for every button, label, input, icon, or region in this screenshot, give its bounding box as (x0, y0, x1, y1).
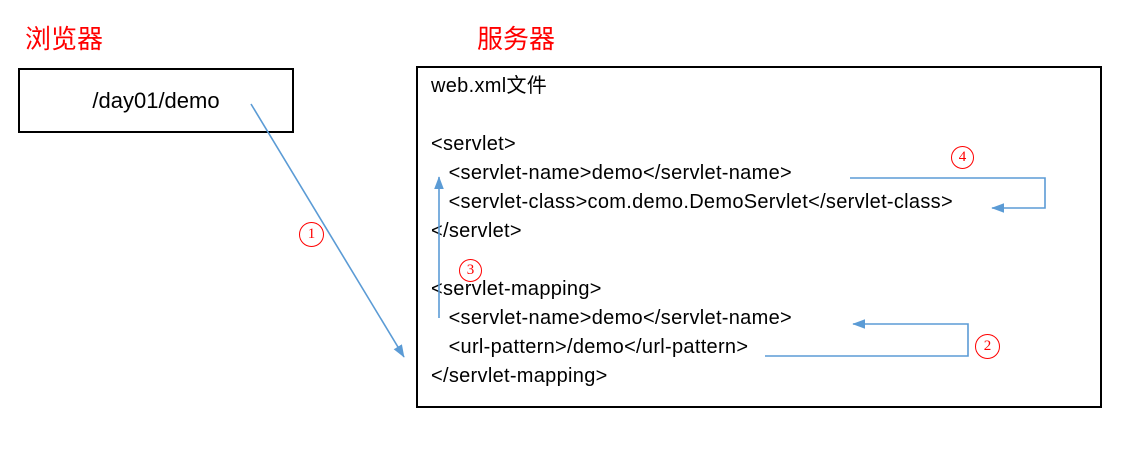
code-line-mapping-servlet-name: <servlet-name>demo</servlet-name> (431, 307, 792, 329)
browser-box: /day01/demo (18, 68, 294, 133)
step-1-label: 1 (307, 226, 316, 242)
code-line-servlet-name: <servlet-name>demo</servlet-name> (431, 162, 792, 184)
request-url: /day01/demo (92, 87, 220, 113)
webxml-file-label: web.xml文件 (431, 75, 548, 97)
step-badge-3: 3 (459, 259, 482, 282)
server-title: 服务器 (477, 25, 556, 54)
step-2-label: 2 (983, 338, 992, 354)
step-badge-4: 4 (951, 146, 974, 169)
code-line-servlet-close: </servlet> (431, 220, 522, 242)
arrow-1-request-to-urlpattern (250, 103, 405, 358)
step-badge-1: 1 (299, 222, 324, 247)
code-line-servlet-open: <servlet> (431, 133, 516, 155)
code-line-blank-1 (431, 101, 1100, 130)
step-badge-2: 2 (975, 334, 1000, 359)
code-line-mapping-open: <servlet-mapping> (431, 278, 602, 300)
code-line-url-pattern: <url-pattern>/demo</url-pattern> (431, 336, 749, 358)
code-line-blank-2 (431, 246, 1100, 275)
server-box: web.xml文件 <servlet> <servlet-name>demo</… (416, 66, 1102, 408)
step-3-label: 3 (466, 262, 475, 278)
code-line-servlet-class: <servlet-class>com.demo.DemoServlet</ser… (431, 191, 953, 213)
code-line-mapping-close: </servlet-mapping> (431, 365, 608, 387)
browser-title: 浏览器 (25, 25, 104, 54)
step-4-label: 4 (958, 149, 967, 165)
